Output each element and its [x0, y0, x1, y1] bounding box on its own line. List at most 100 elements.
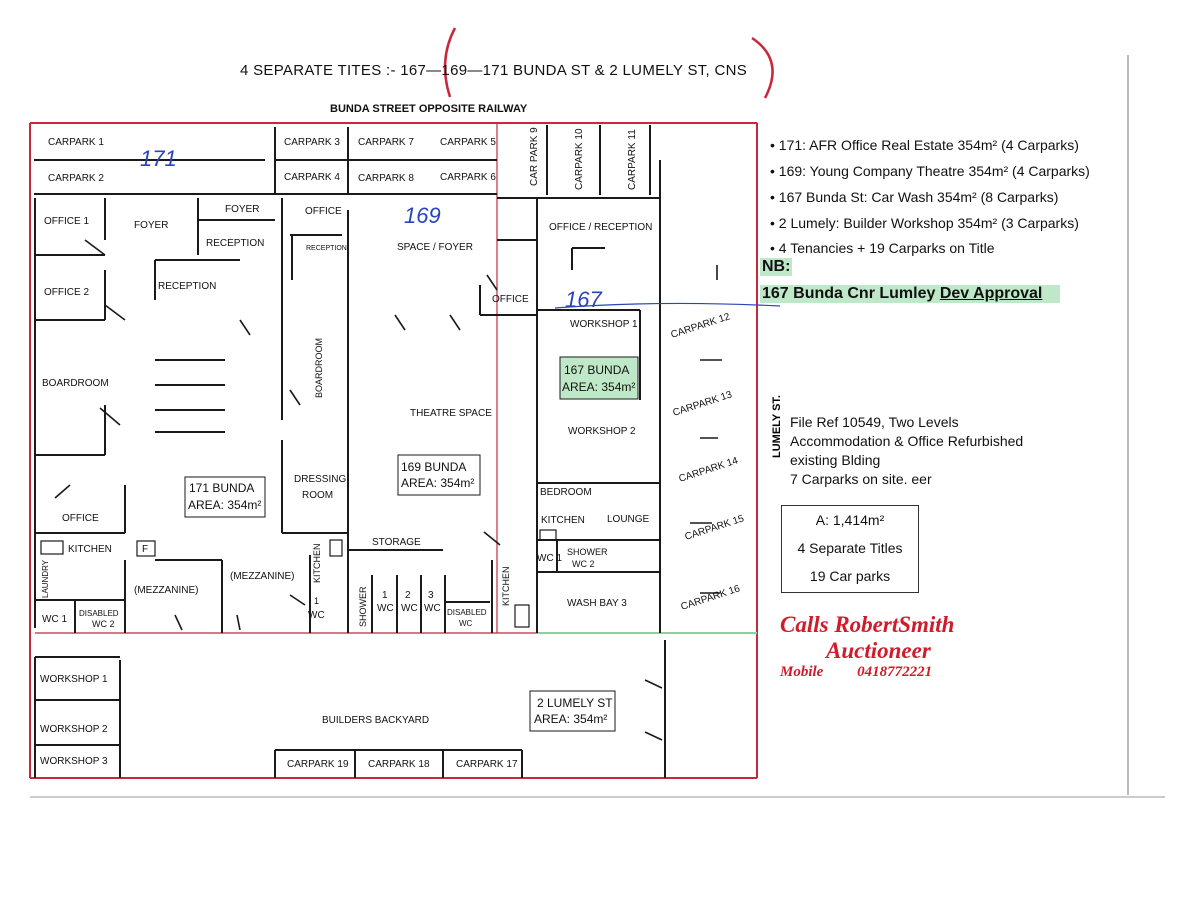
label-carpark14: CARPARK 14: [678, 455, 740, 485]
summary-titles: 4 Separate Titles: [797, 540, 903, 556]
sink-fixture: [40, 540, 64, 555]
label-shower: SHOWER: [358, 586, 368, 627]
file-ref-line: Accommodation & Office Refurbished: [790, 433, 1024, 449]
area-167-size: AREA: 354m²: [562, 380, 635, 394]
label-workshop2: WORKSHOP 2: [568, 426, 636, 437]
label-disabled-wc: DISABLED: [447, 608, 487, 617]
area-box-169: [397, 454, 481, 496]
label-carpark11: CARPARK 11: [627, 129, 638, 190]
label-kitchen-left: KITCHEN: [68, 544, 112, 555]
label-wc-row: WC: [424, 603, 441, 614]
label-theatre: THEATRE SPACE: [410, 408, 492, 419]
label-workshop1: WORKSHOP 1: [570, 319, 638, 330]
label-workshop-b: WORKSHOP 2: [40, 724, 108, 735]
area-169-name: 169 BUNDA: [401, 460, 466, 474]
label-disabled-wc2-b: WC 2: [92, 619, 115, 629]
tenancy-item: 2 Lumely: Builder Workshop 354m² (3 Carp…: [770, 215, 1079, 231]
label-kitchen-vertical-2: KITCHEN: [501, 566, 511, 606]
site-boundary: [29, 122, 758, 779]
tenancy-item: 167 Bunda St: Car Wash 354m² (8 Carparks…: [770, 189, 1059, 205]
label-carpark10: CARPARK 10: [574, 128, 585, 190]
label-wc1-left: WC 1: [42, 614, 67, 625]
label-workshop-a: WORKSHOP 1: [40, 674, 108, 685]
mobile-number[interactable]: 0418772221: [857, 664, 933, 680]
area-lumley-name: 2 LUMELY ST: [537, 696, 613, 710]
label-carpark2: CARPARK 2: [48, 173, 104, 184]
label-mezzanine-1: (MEZZANINE): [134, 585, 198, 596]
label-wc-num-2: 2: [405, 590, 411, 601]
walls: [34, 125, 666, 778]
tenancy-item: 169: Young Company Theatre 354m² (4 Carp…: [770, 163, 1090, 179]
label-carpark1: CARPARK 1: [48, 137, 104, 148]
label-carpark3: CARPARK 3: [284, 137, 340, 148]
summary-carparks: 19 Car parks: [809, 568, 891, 584]
label-office-top: OFFICE: [305, 206, 342, 217]
mobile-label: Mobile: [780, 664, 824, 680]
handwritten-171: 171: [140, 146, 177, 171]
area-box-171: [184, 476, 266, 518]
label-carpark12: CARPARK 12: [670, 311, 732, 341]
label-office-mid: OFFICE: [492, 294, 529, 305]
fixture: [514, 604, 530, 628]
label-wc-num-3: 3: [428, 590, 434, 601]
agent-mobile: Mobile 0418772221: [780, 664, 954, 681]
bracket-mark: [443, 27, 457, 98]
nb-label: NB:: [760, 258, 793, 276]
area-highlight-167: [559, 356, 639, 400]
label-mezzanine-2: (MEZZANINE): [230, 571, 294, 582]
label-carpark16: CARPARK 16: [680, 583, 742, 613]
area-167-name: 167 BUNDA: [564, 363, 629, 377]
handwritten-167: 167: [565, 287, 602, 312]
pen-line: [554, 302, 781, 309]
label-disabled-wc-b: WC: [459, 619, 473, 628]
label-office-left: OFFICE: [62, 513, 99, 524]
label-bedroom: BEDROOM: [540, 487, 592, 498]
label-carpark6: CARPARK 6: [440, 172, 496, 183]
label-carpark15: CARPARK 15: [684, 513, 746, 543]
label-office2: OFFICE 2: [44, 287, 89, 298]
nb-note-approval: Dev Approval: [939, 285, 1043, 302]
nb-note-location: 167 Bunda Cnr Lumley: [762, 285, 940, 302]
page-title: 4 SEPARATE TITES :- 167—169—171 BUNDA ST…: [240, 62, 748, 79]
summary-area: A: 1,414m²: [815, 512, 885, 528]
summary-box: A: 1,414m² 4 Separate Titles 19 Car park…: [781, 505, 919, 593]
label-space-foyer: SPACE / FOYER: [397, 242, 473, 253]
label-reception-a: RECEPTION: [206, 238, 264, 249]
nb-note: 167 Bunda Cnr Lumley Dev Approval: [760, 285, 1061, 303]
area-lumley-size: AREA: 354m²: [534, 712, 607, 726]
label-carpark13: CARPARK 13: [672, 389, 734, 419]
label-shower-wc2: SHOWER: [567, 547, 608, 557]
label-fridge: F: [142, 544, 148, 555]
label-wc-row: WC: [377, 603, 394, 614]
label-carpark18: CARPARK 18: [368, 759, 430, 770]
label-carpark5: CARPARK 5: [440, 137, 496, 148]
label-boardroom: BOARDROOM: [42, 378, 109, 389]
label-carpark9: CAR PARK 9: [529, 127, 540, 186]
file-ref-line: 7 Carparks on site. eer: [790, 471, 932, 487]
street-label-bunda: BUNDA STREET OPPOSITE RAILWAY: [330, 103, 528, 115]
label-workshop-c: WORKSHOP 3: [40, 756, 108, 767]
label-lounge: LOUNGE: [607, 514, 650, 525]
fixture: [539, 529, 557, 541]
tenancy-item: 4 Tenancies + 19 Carparks on Title: [770, 240, 995, 256]
label-office-reception: OFFICE / RECEPTION: [549, 222, 652, 233]
label-carpark8: CARPARK 8: [358, 173, 414, 184]
label-carpark19: CARPARK 19: [287, 759, 349, 770]
fixture: [329, 539, 343, 557]
label-office1: OFFICE 1: [44, 216, 89, 227]
area-169-size: AREA: 354m²: [401, 476, 474, 490]
label-carpark7: CARPARK 7: [358, 137, 414, 148]
label-reception-small: RECEPTION: [306, 245, 347, 252]
handwritten-169: 169: [404, 203, 441, 228]
area-box-lumley: [529, 690, 616, 732]
area-171-name: 171 BUNDA: [189, 481, 254, 495]
agent-name: Calls RobertSmith: [780, 612, 955, 637]
label-storage: STORAGE: [372, 537, 421, 548]
street-label-lumley: LUMELY ST.: [771, 395, 783, 458]
label-kitchen-right: KITCHEN: [541, 515, 585, 526]
label-wc-num-1: 1: [382, 590, 388, 601]
file-ref-line: existing Blding: [790, 452, 881, 468]
label-wc-one-b: WC: [308, 610, 325, 621]
